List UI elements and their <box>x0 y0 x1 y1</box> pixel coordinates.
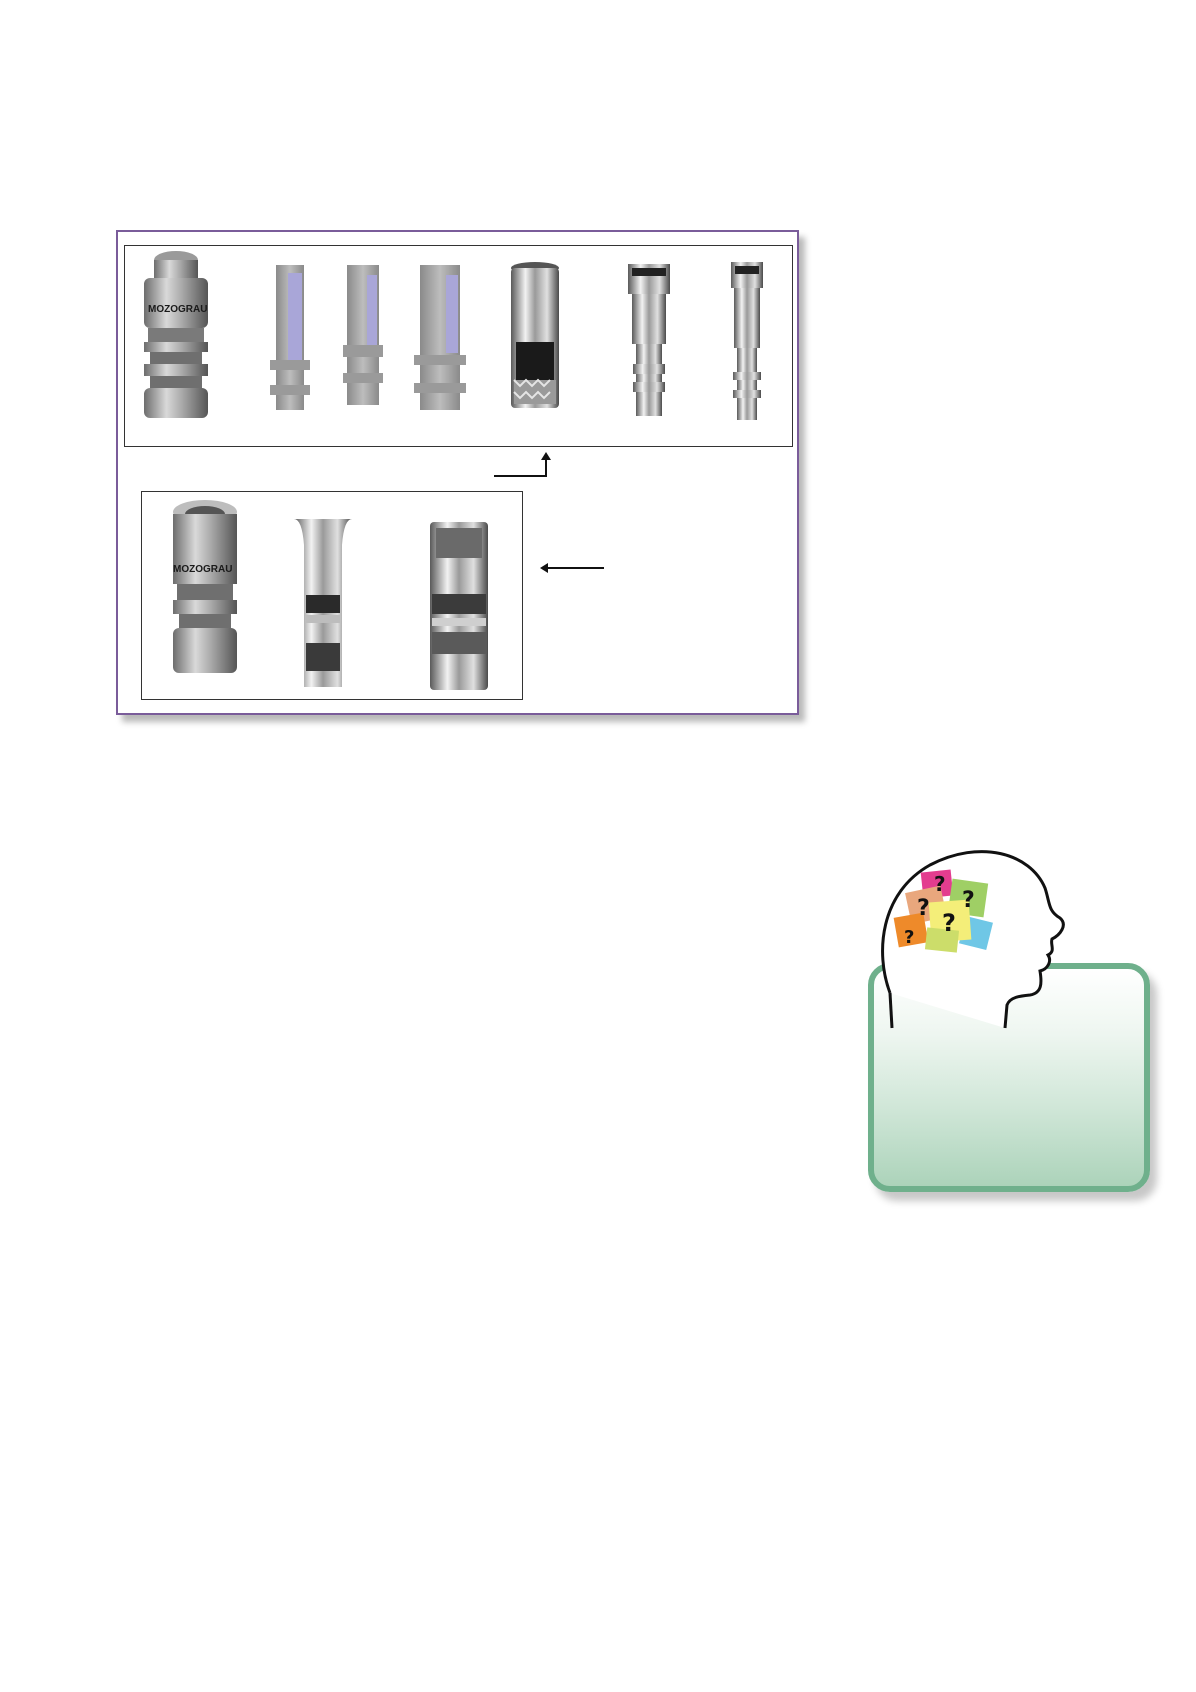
flared-analog-image <box>294 519 352 687</box>
question-mark-5: ? <box>904 927 914 948</box>
question-mark-4: ? <box>942 909 956 937</box>
question-mark-1: ? <box>934 872 946 896</box>
cutaway-analog-1-image <box>270 265 310 410</box>
question-mark-2: ? <box>917 896 930 921</box>
implant-analog-internal-image: MOZOGRAU <box>173 500 237 673</box>
stepped-analog-1-image <box>628 264 670 416</box>
thinking-head-icon: ? ? ? ? ? <box>881 850 1065 1029</box>
stepped-analog-2-image <box>731 262 763 420</box>
brand-label-bottom: MOZOGRAU <box>173 564 232 575</box>
question-mark-3: ? <box>962 888 975 913</box>
straight-knurled-analog-image <box>430 522 488 690</box>
brand-label-top: MOZOGRAU <box>148 304 207 315</box>
bottom-image-panel <box>141 491 523 700</box>
implant-analog-hex-image: MOZOGRAU <box>144 251 208 418</box>
cutaway-analog-3-image <box>414 265 466 410</box>
left-arrow-icon <box>540 563 604 573</box>
cutaway-analog-2-image <box>343 265 383 405</box>
top-image-panel <box>124 245 793 447</box>
up-arrow-icon <box>494 452 551 477</box>
question-cards: ? ? ? ? ? <box>893 869 993 953</box>
knurled-analog-image <box>511 262 559 408</box>
